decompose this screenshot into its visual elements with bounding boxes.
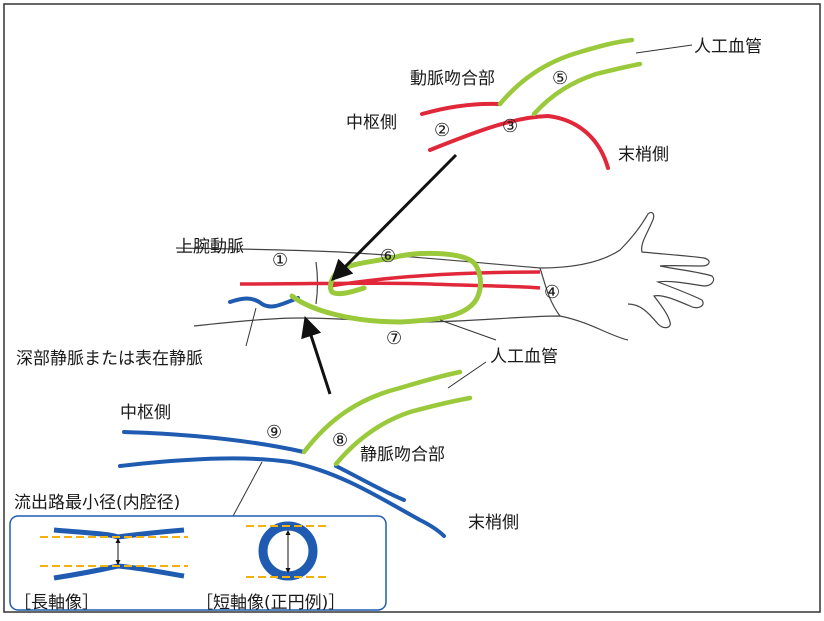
artery-upper-wall [420,101,502,116]
deep-or-superficial-vein-label: 深部静脈または表在静脈 [16,349,203,369]
graft-top-outer [497,37,635,107]
marker-7: ⑦ [386,328,402,349]
graft-bottom-inner [333,395,473,467]
loop-graft [289,250,483,325]
arm-upper-outline [175,211,715,329]
marker-3: ③ [502,116,518,137]
outer-frame [3,3,821,613]
graft-mid-leader [439,319,497,341]
top-graft-label: 人工血管 [694,37,762,57]
peripheral-side-top-label: 末梢側 [618,145,669,165]
outflow-min-diameter-label: 流出路最小径(内腔径) [14,493,180,513]
central-side-top-label: 中枢側 [346,113,397,133]
central-side-bottom-label: 中枢側 [120,403,171,423]
mid-graft-label: 人工血管 [490,347,558,367]
artery-lower-wall [428,113,610,170]
graft-bottom-outer [301,369,463,455]
marker-1: ① [272,250,288,271]
marker-2: ② [434,120,450,141]
marker-8: ⑧ [332,430,348,451]
peripheral-side-bottom-label: 末梢側 [468,513,519,533]
wrist-crease [539,267,561,317]
diameter-inset [9,515,387,611]
marker-6: ⑥ [380,246,396,267]
graft-top-inner [531,61,643,117]
arterial-anastomosis-label: 動脈吻合部 [410,69,495,89]
brachial-artery-line [239,281,541,290]
venous-anastomosis-detail [118,361,487,538]
arrow-icon [331,153,458,281]
vein-distal-segment [334,464,406,502]
vein-label-leader [245,307,257,347]
arrow-icon [301,316,332,395]
arterial-anastomosis-detail [420,37,693,170]
vein-upper-wall [122,430,306,454]
short-axis-label: ［短軸像(正円例)］ [196,593,345,613]
marker-4: ④ [544,282,560,303]
vein-lower-wall [118,456,446,538]
marker-5: ⑤ [552,68,568,89]
radial-artery-branch [329,270,541,288]
venous-anastomosis-label: 静脈吻合部 [360,445,445,465]
top-graft-leader [635,44,693,54]
measure-leader [231,461,263,519]
forearm-vein [228,296,300,309]
brachial-artery-label: 上腕動脈 [176,237,244,257]
arm-illustration [175,211,715,341]
graft-bottom-leader [447,361,487,389]
long-axis-label: ［長軸像］ [14,593,99,613]
marker-9: ⑨ [266,422,282,443]
inset-box [9,515,387,611]
